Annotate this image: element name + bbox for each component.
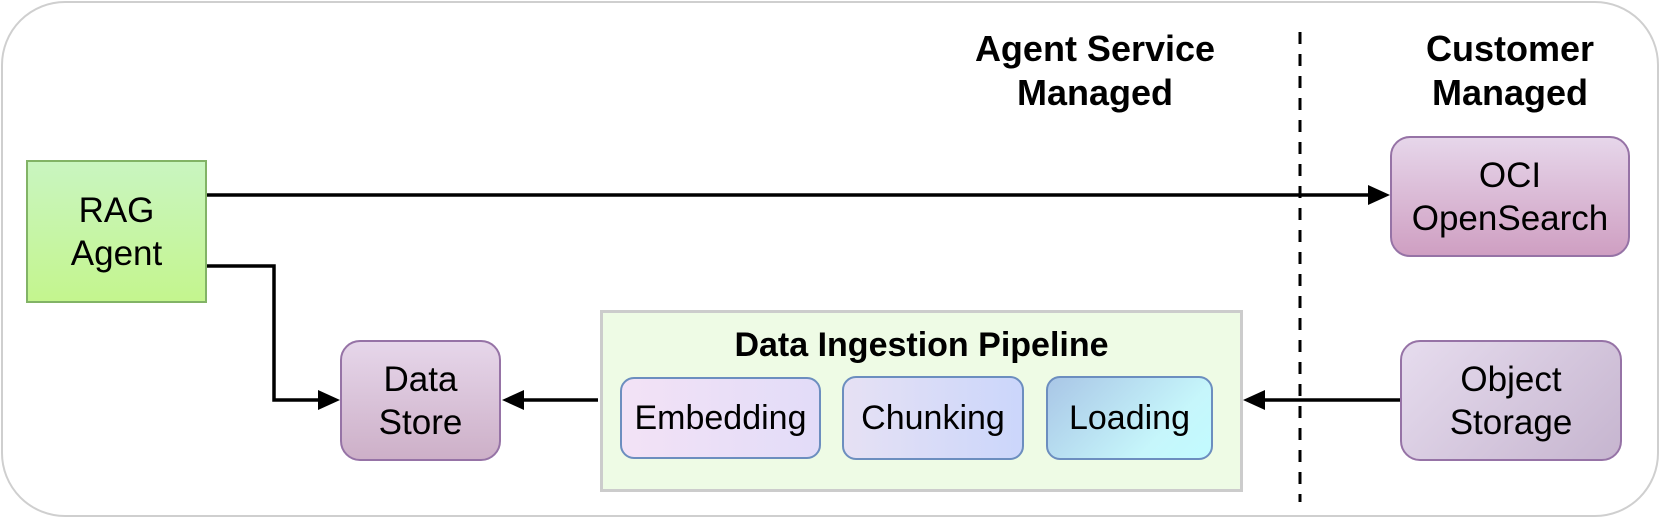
zone-label-customer-managed: Customer Managed	[1390, 27, 1630, 115]
data-store-line-1: Data	[383, 359, 458, 399]
pipeline-title: Data Ingestion Pipeline	[734, 326, 1109, 364]
rag-agent-line-1: RAG	[78, 190, 155, 230]
oci-opensearch-line-2: OpenSearch	[1411, 198, 1609, 238]
oci-opensearch-line-1: OCI	[1478, 155, 1542, 195]
data-store-line-2: Store	[378, 402, 463, 442]
arrowhead-datastore-right	[502, 390, 524, 410]
arrowhead-opensearch	[1368, 185, 1390, 205]
oci-opensearch-label: OCI OpenSearch	[1412, 154, 1609, 240]
rag-agent-node: RAG Agent	[26, 160, 207, 303]
zone-label-line: Customer Managed	[1425, 28, 1595, 113]
object-storage-line-1: Object	[1460, 359, 1562, 399]
oci-opensearch-node: OCI OpenSearch	[1390, 136, 1630, 257]
zone-label-line: Agent Service Managed	[974, 28, 1216, 113]
rag-agent-label: RAG Agent	[71, 189, 162, 275]
pipeline-step-chunking: Chunking	[842, 376, 1024, 460]
pipeline-step-label: Chunking	[861, 398, 1005, 437]
rag-agent-line-2: Agent	[70, 233, 163, 273]
arrowhead-pipeline	[1243, 390, 1265, 410]
data-store-node: Data Store	[340, 340, 501, 461]
object-storage-node: Object Storage	[1400, 340, 1622, 461]
object-storage-label: Object Storage	[1450, 358, 1573, 444]
arrowhead-datastore-left	[318, 390, 340, 410]
zone-label-agent-service-managed: Agent Service Managed	[960, 27, 1230, 115]
pipeline-step-loading: Loading	[1046, 376, 1213, 460]
edge-agent-to-datastore	[207, 264, 318, 402]
pipeline-step-label: Embedding	[634, 398, 807, 437]
pipeline-step-embedding: Embedding	[620, 377, 821, 459]
data-store-label: Data Store	[379, 358, 463, 444]
pipeline-step-label: Loading	[1068, 398, 1190, 437]
object-storage-line-2: Storage	[1449, 402, 1573, 442]
